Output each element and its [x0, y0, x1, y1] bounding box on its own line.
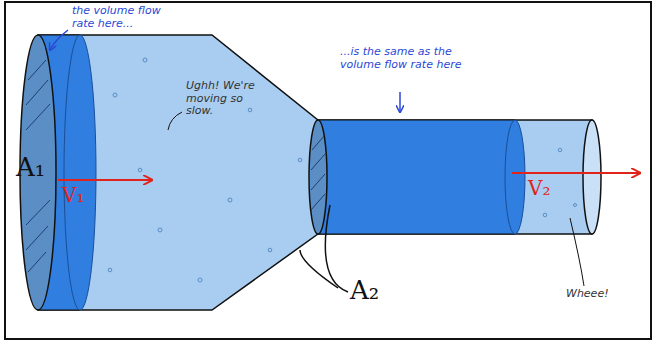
annotation-note: the volume flow rate here... — [72, 5, 172, 30]
velocity-symbol: V₁ — [62, 184, 84, 207]
annotation-note: ...is the same as the volume flow rate h… — [340, 46, 470, 71]
area-a2-face — [309, 120, 327, 234]
bubbles — [108, 58, 576, 282]
a2-hatching — [311, 136, 325, 210]
speech-note: Ughh! We're moving so slow. — [186, 80, 262, 118]
pipe-outlet — [583, 120, 601, 234]
frame — [5, 2, 651, 339]
narrow-band — [318, 120, 515, 234]
leader-line — [570, 218, 584, 286]
area-symbol: A₁ — [16, 153, 45, 183]
leader-line — [399, 92, 401, 112]
area-symbol: A₂ — [350, 276, 379, 306]
leader-line — [50, 30, 68, 50]
speech-note: Wheee! — [566, 288, 609, 301]
narrow-band-edge — [505, 120, 525, 234]
velocity-arrow — [512, 172, 640, 174]
wide-band-edge — [64, 35, 96, 310]
pipe-body — [38, 35, 592, 310]
leader-line — [300, 250, 338, 288]
leader-line — [325, 205, 348, 292]
velocity-symbol: V₂ — [528, 177, 550, 200]
speech-tick — [168, 112, 182, 130]
velocity-arrow — [58, 179, 152, 181]
